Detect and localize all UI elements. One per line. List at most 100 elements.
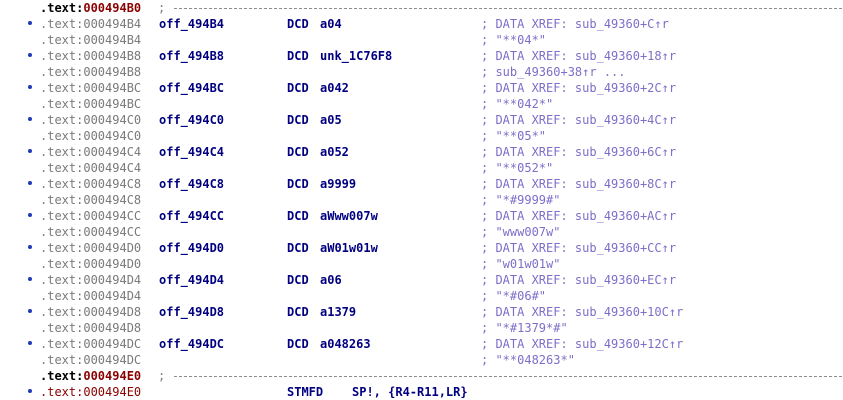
listing-line[interactable]: .text:000494D0 ; "w01w01w" bbox=[0, 256, 843, 272]
listing-line[interactable]: .text:000494D4 ; "*#06#" bbox=[0, 288, 843, 304]
address[interactable]: .text:000494B8 bbox=[40, 49, 142, 63]
listing-line[interactable]: .text:000494C8 ; "*#9999#" bbox=[0, 192, 843, 208]
listing-line[interactable]: .text:000494D8 off_494D8 DCD a1379 ; DATA XR… bbox=[0, 304, 843, 320]
comment[interactable]: ; "**042*" bbox=[481, 97, 554, 111]
address[interactable]: .text:000494BC bbox=[40, 97, 142, 111]
address[interactable]: .text:000494BC bbox=[40, 81, 142, 95]
comment[interactable]: ; "www007w" bbox=[481, 225, 561, 239]
listing-line[interactable]: .text:000494DC off_494DC DCD a048263 ; DATA … bbox=[0, 336, 843, 352]
mnemonic[interactable]: DCD bbox=[287, 81, 309, 95]
data-label[interactable]: off_494B4 bbox=[159, 17, 225, 31]
comment[interactable]: ; "**052*" bbox=[481, 161, 554, 175]
comment[interactable]: ; "**05*" bbox=[481, 129, 547, 143]
comment[interactable]: ; DATA XREF: sub_49360+12C↑r bbox=[481, 337, 684, 351]
listing-line[interactable]: .text:000494C8 off_494C8 DCD a9999 ; DATA XR… bbox=[0, 176, 843, 192]
listing-line[interactable]: .text:000494CC off_494CC DCD aWww007w ; DATA… bbox=[0, 208, 843, 224]
address[interactable]: .text:000494D0 bbox=[40, 241, 142, 255]
operand[interactable]: a9999 bbox=[320, 177, 357, 191]
listing-line[interactable]: .text:000494B4 ; "**04*" bbox=[0, 32, 843, 48]
operand[interactable]: a042 bbox=[320, 81, 349, 95]
mnemonic[interactable]: DCD bbox=[287, 49, 309, 63]
operand[interactable]: a04 bbox=[320, 17, 342, 31]
address[interactable]: .text:000494D4 bbox=[40, 289, 142, 303]
address[interactable]: .text:000494B4 bbox=[40, 33, 142, 47]
comment[interactable]: ; "**04*" bbox=[481, 33, 547, 47]
mnemonic[interactable]: DCD bbox=[287, 241, 309, 255]
operand[interactable]: a05 bbox=[320, 113, 342, 127]
separator-row[interactable]: .text:000494E0; bbox=[0, 368, 843, 384]
operand[interactable]: a1379 bbox=[320, 305, 357, 319]
mnemonic[interactable]: DCD bbox=[287, 177, 309, 191]
listing-line[interactable]: .text:000494C0 off_494C0 DCD a05 ; DATA XREF… bbox=[0, 112, 843, 128]
comment[interactable]: ; DATA XREF: sub_49360+AC↑r bbox=[481, 209, 677, 223]
mnemonic[interactable]: DCD bbox=[287, 209, 309, 223]
address[interactable]: .text:000494D0 bbox=[40, 257, 142, 271]
listing-line[interactable]: .text:000494CC ; "www007w" bbox=[0, 224, 843, 240]
operand[interactable]: aW01w01w bbox=[320, 241, 378, 255]
address[interactable]: .text:000494CC bbox=[40, 209, 142, 223]
listing-line[interactable]: .text:000494B8 ; sub_49360+38↑r ... bbox=[0, 64, 843, 80]
address[interactable]: .text:000494E0 bbox=[40, 368, 141, 384]
listing-line[interactable]: .text:000494BC off_494BC DCD a042 ; DATA XRE… bbox=[0, 80, 843, 96]
data-label[interactable]: off_494C0 bbox=[159, 113, 225, 127]
comment[interactable]: ; DATA XREF: sub_49360+4C↑r bbox=[481, 113, 677, 127]
data-label[interactable]: off_494B8 bbox=[159, 49, 225, 63]
listing-line[interactable]: .text:000494DC; "**048263*" bbox=[0, 352, 843, 368]
comment[interactable]: ; DATA XREF: sub_49360+2C↑r bbox=[481, 81, 677, 95]
listing-line[interactable]: .text:000494C0 ; "**05*" bbox=[0, 128, 843, 144]
operand[interactable]: a048263 bbox=[320, 337, 371, 351]
address[interactable]: .text:000494D8 bbox=[40, 305, 142, 319]
comment[interactable]: ; DATA XREF: sub_49360+C↑r bbox=[481, 17, 669, 31]
comment[interactable]: ; "w01w01w" bbox=[481, 257, 561, 271]
address[interactable]: .text:000494B4 bbox=[40, 17, 142, 31]
address[interactable]: .text:000494C8 bbox=[40, 177, 142, 191]
comment[interactable]: ; DATA XREF: sub_49360+8C↑r bbox=[481, 177, 677, 191]
comment[interactable]: ; "*#9999#" bbox=[481, 193, 561, 207]
operand[interactable]: SP!, {R4-R11,LR} bbox=[352, 385, 468, 399]
comment[interactable]: ; DATA XREF: sub_49360+10C↑r bbox=[481, 305, 684, 319]
data-label[interactable]: off_494C4 bbox=[159, 145, 225, 159]
data-label[interactable]: off_494CC bbox=[159, 209, 225, 223]
data-label[interactable]: off_494DC bbox=[159, 337, 225, 351]
address[interactable]: .text:000494DC bbox=[40, 337, 142, 351]
mnemonic[interactable]: DCD bbox=[287, 273, 309, 287]
data-label[interactable]: off_494D0 bbox=[159, 241, 225, 255]
address[interactable]: .text:000494D4 bbox=[40, 273, 142, 287]
address[interactable]: .text:000494C0 bbox=[40, 129, 142, 143]
address[interactable]: .text:000494CC bbox=[40, 225, 142, 239]
data-label[interactable]: off_494C8 bbox=[159, 177, 225, 191]
listing-line[interactable]: .text:000494BC ; "**042*" bbox=[0, 96, 843, 112]
data-label[interactable]: off_494BC bbox=[159, 81, 225, 95]
address[interactable]: .text:000494C0 bbox=[40, 113, 142, 127]
address[interactable]: .text:000494DC bbox=[40, 353, 142, 367]
listing-line[interactable]: .text:000494E0 STMFD SP!, {R4-R11,LR} bbox=[0, 384, 843, 400]
comment[interactable]: ; DATA XREF: sub_49360+18↑r bbox=[481, 49, 677, 63]
mnemonic[interactable]: DCD bbox=[287, 337, 309, 351]
comment[interactable]: ; sub_49360+38↑r ... bbox=[481, 65, 626, 79]
address[interactable]: .text:000494D8 bbox=[40, 321, 142, 335]
data-label[interactable]: off_494D8 bbox=[159, 305, 225, 319]
comment[interactable]: ; "*#1379*#" bbox=[481, 321, 568, 335]
listing-line[interactable]: .text:000494D0 off_494D0 DCD aW01w01w ; DATA… bbox=[0, 240, 843, 256]
comment[interactable]: ; "*#06#" bbox=[481, 289, 547, 303]
address[interactable]: .text:000494B0 bbox=[40, 0, 141, 16]
comment[interactable]: ; DATA XREF: sub_49360+6C↑r bbox=[481, 145, 677, 159]
address[interactable]: .text:000494C8 bbox=[40, 193, 142, 207]
listing-line[interactable]: .text:000494C4; "**052*" bbox=[0, 160, 843, 176]
mnemonic[interactable]: DCD bbox=[287, 113, 309, 127]
separator-row[interactable]: .text:000494B0; bbox=[0, 0, 843, 16]
data-label[interactable]: off_494D4 bbox=[159, 273, 225, 287]
mnemonic[interactable]: DCD bbox=[287, 17, 309, 31]
mnemonic[interactable]: STMFD bbox=[287, 385, 324, 399]
listing-line[interactable]: .text:000494D8 ; "*#1379*#" bbox=[0, 320, 843, 336]
address[interactable]: .text:000494B8 bbox=[40, 65, 142, 79]
comment[interactable]: ; DATA XREF: sub_49360+CC↑r bbox=[481, 241, 677, 255]
operand[interactable]: a06 bbox=[320, 273, 342, 287]
operand[interactable]: a052 bbox=[320, 145, 349, 159]
address[interactable]: .text:000494E0 bbox=[40, 385, 142, 399]
operand[interactable]: aWww007w bbox=[320, 209, 378, 223]
mnemonic[interactable]: DCD bbox=[287, 305, 309, 319]
